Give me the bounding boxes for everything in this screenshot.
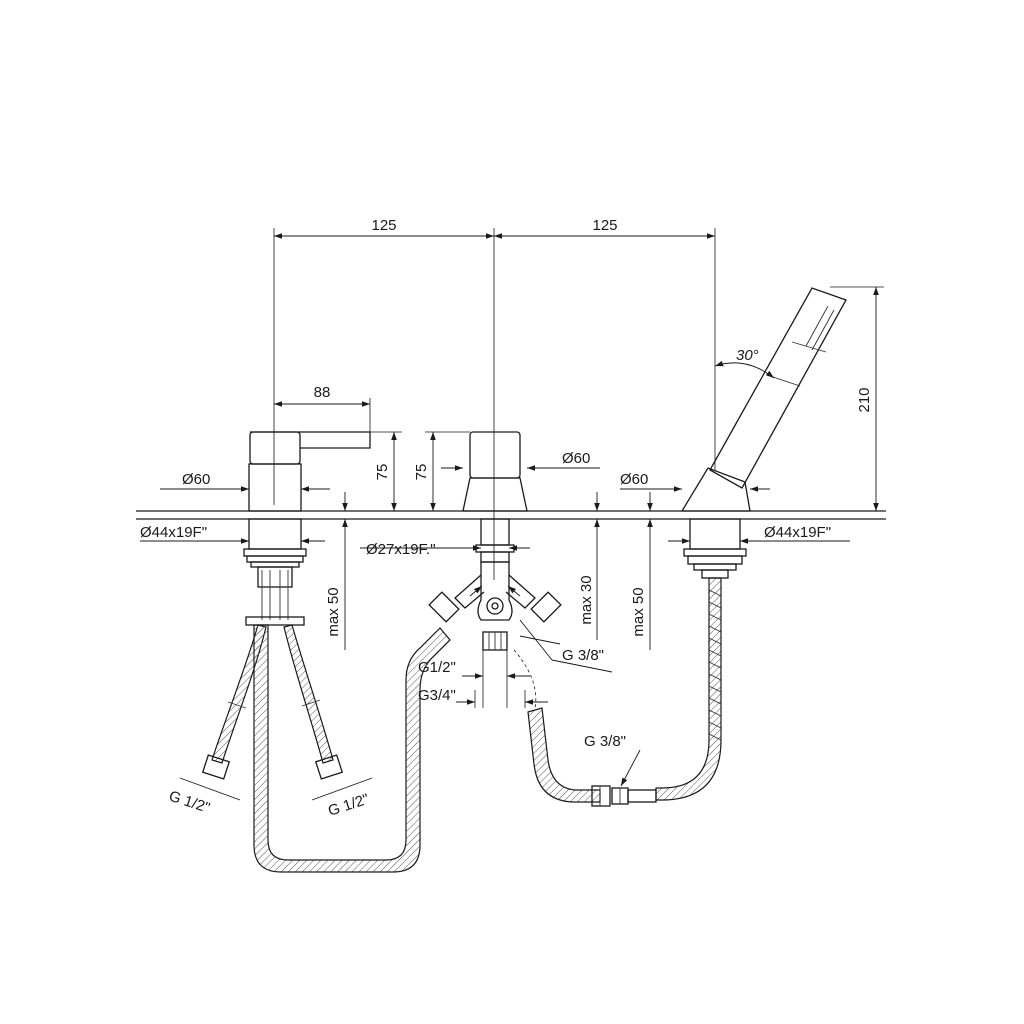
mixer-height-label: 75	[374, 464, 391, 481]
spacing-right-label: 125	[592, 217, 617, 234]
inlet-left-label: G 1/2"	[167, 788, 212, 817]
shower-height-dimension: 210	[830, 286, 884, 511]
outlet-thread-label: G 3/8"	[562, 647, 604, 664]
mixer-base-dimension: Ø60	[160, 471, 330, 492]
supply-hose	[253, 624, 451, 873]
angle-dimension: 30°	[714, 347, 775, 379]
shower-hole-label: Ø44x19F"	[764, 524, 831, 541]
spacing-dimension: 125 125	[273, 217, 716, 580]
shower-max-dimension: max 50	[630, 492, 653, 650]
shower-base-label: Ø60	[620, 471, 648, 488]
outer-thread-label: G3/4"	[418, 687, 456, 704]
deck-plate	[136, 510, 886, 520]
mixer-height-dimension: 75	[300, 431, 402, 511]
lever-reach-dimension: 88	[274, 384, 371, 432]
shower-flex-hose	[655, 577, 722, 801]
diverter-hole-dimension: Ø27x19F."	[360, 541, 530, 558]
shower-height-label: 210	[856, 387, 873, 412]
diverter-max-dimension: max 30	[578, 492, 600, 640]
inlet-right-label: G 1/2"	[326, 791, 371, 820]
shower-supply-hose	[527, 707, 601, 803]
diverter-height-label: 75	[413, 464, 430, 481]
angle-label: 30°	[736, 347, 759, 364]
inlet-thread-dimensions: G 1/2" G 1/2"	[167, 777, 373, 820]
mixer-max-label: max 50	[325, 587, 342, 636]
diverter-max-label: max 30	[578, 575, 595, 624]
mixer-max-dimension: max 50	[325, 492, 348, 650]
spacing-left-label: 125	[371, 217, 396, 234]
diverter-hole-label: Ø27x19F."	[366, 541, 436, 558]
diverter-body	[428, 431, 562, 651]
lever-reach-label: 88	[314, 384, 331, 401]
shower-hole-dimension: Ø44x19F"	[668, 524, 850, 544]
diverter-base-dimension: Ø60	[441, 450, 600, 471]
shower-max-label: max 50	[630, 587, 647, 636]
inner-outer-thread-dimensions: G1/2" G3/4"	[418, 649, 548, 709]
diverter-height-dimension: 75	[413, 431, 470, 511]
hose-thread-dimension: G 3/8"	[584, 733, 641, 787]
mixer-base-label: Ø60	[182, 471, 210, 488]
inlet-hoses	[201, 624, 344, 780]
diverter-base-label: Ø60	[562, 450, 590, 467]
shower-base-dimension: Ø60	[620, 471, 770, 492]
mixer-hole-label: Ø44x19F"	[140, 524, 207, 541]
hose-connector	[591, 785, 657, 807]
outlet-thread-dimension: G 3/8"	[519, 619, 613, 673]
hose-thread-label: G 3/8"	[584, 733, 626, 750]
mixer-hole-dimension: Ø44x19F"	[140, 524, 325, 544]
mixer-body	[243, 431, 371, 626]
